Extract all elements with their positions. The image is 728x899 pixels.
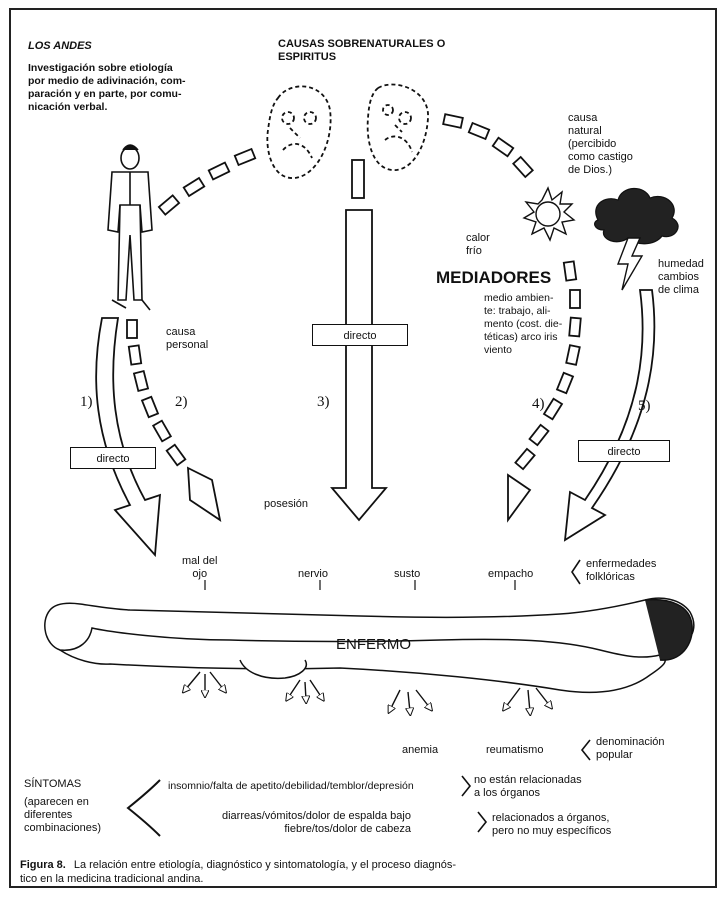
dash-3-top — [352, 160, 364, 198]
intro-text: Investigación sobre etiología por medio … — [28, 62, 186, 114]
humidity-text: humedad cambios de clima — [658, 258, 704, 297]
region-label: LOS ANDES — [28, 40, 92, 53]
direct-box-1: directo — [70, 447, 156, 469]
popular-illness-reumatismo: reumatismo — [486, 744, 543, 757]
path-label-2: 2) — [175, 396, 188, 409]
caption-text: La relación entre etiología, diagnóstico… — [20, 859, 456, 885]
folk-illness-susto: susto — [394, 568, 420, 581]
related-bracket — [478, 812, 486, 832]
folk-illness-empacho: empacho — [488, 568, 533, 581]
supernatural-title: CAUSAS SOBRENATURALES O ESPIRITUS — [278, 38, 445, 64]
dashed-arc-spirit — [159, 149, 255, 215]
popular-illness-anemia: anemia — [402, 744, 438, 757]
symptoms-title: SÍNTOMAS — [24, 778, 81, 791]
natural-cause-text: causa natural (percibido como castigo de… — [568, 112, 633, 177]
related-label: relacionados a órganos, pero no muy espe… — [492, 812, 611, 838]
path-label-1: 1) — [80, 396, 93, 409]
heat-label: calor frío — [466, 232, 490, 258]
spirit-mask-left-icon — [267, 86, 330, 178]
spirit-mask-right-icon — [368, 85, 428, 171]
possession-label: posesión — [264, 498, 308, 511]
folk-bracket — [572, 560, 580, 584]
path-label-4: 4) — [532, 398, 545, 411]
arrow-1 — [96, 318, 160, 555]
sun-icon — [524, 188, 574, 240]
mediators-title: MEDIADORES — [436, 268, 551, 288]
symptoms-unrelated: insomnio/falta de apetito/debilidad/temb… — [168, 780, 414, 793]
popular-bracket — [582, 740, 590, 760]
arrow-3 — [332, 210, 386, 520]
symptoms-related: diarreas/vómitos/dolor de espalda bajo f… — [222, 810, 411, 836]
folk-illness-mal-del-ojo: mal del ojo — [182, 555, 217, 581]
folk-tick-marks — [205, 580, 515, 590]
folk-illness-nervio: nervio — [298, 568, 328, 581]
symptoms-bracket-left — [128, 780, 160, 836]
direct-box-5: directo — [578, 440, 670, 462]
symptom-arrows — [185, 672, 550, 712]
patient-label: ENFERMO — [336, 638, 411, 651]
figure-caption: Figura 8.La relación entre etiología, di… — [20, 858, 710, 886]
popular-label: denominación popular — [596, 736, 665, 762]
path-label-5: 5) — [638, 400, 651, 413]
unrelated-bracket — [462, 776, 470, 796]
folk-label: enfermedades folklóricas — [586, 558, 656, 584]
arrow-2-head — [188, 468, 220, 520]
unrelated-label: no están relacionadas a los órganos — [474, 774, 582, 800]
symptoms-note: (aparecen en diferentes combinaciones) — [24, 796, 101, 835]
caption-figure-number: Figura 8. — [20, 859, 66, 871]
mediators-text: medio ambien- te: trabajo, ali- mento (c… — [484, 292, 562, 357]
direct-box-3: directo — [312, 324, 408, 346]
personal-cause-text: causa personal — [166, 326, 208, 352]
path-label-3: 3) — [317, 396, 330, 409]
man-figure-icon — [108, 145, 152, 310]
arrow-4-head — [508, 475, 530, 520]
